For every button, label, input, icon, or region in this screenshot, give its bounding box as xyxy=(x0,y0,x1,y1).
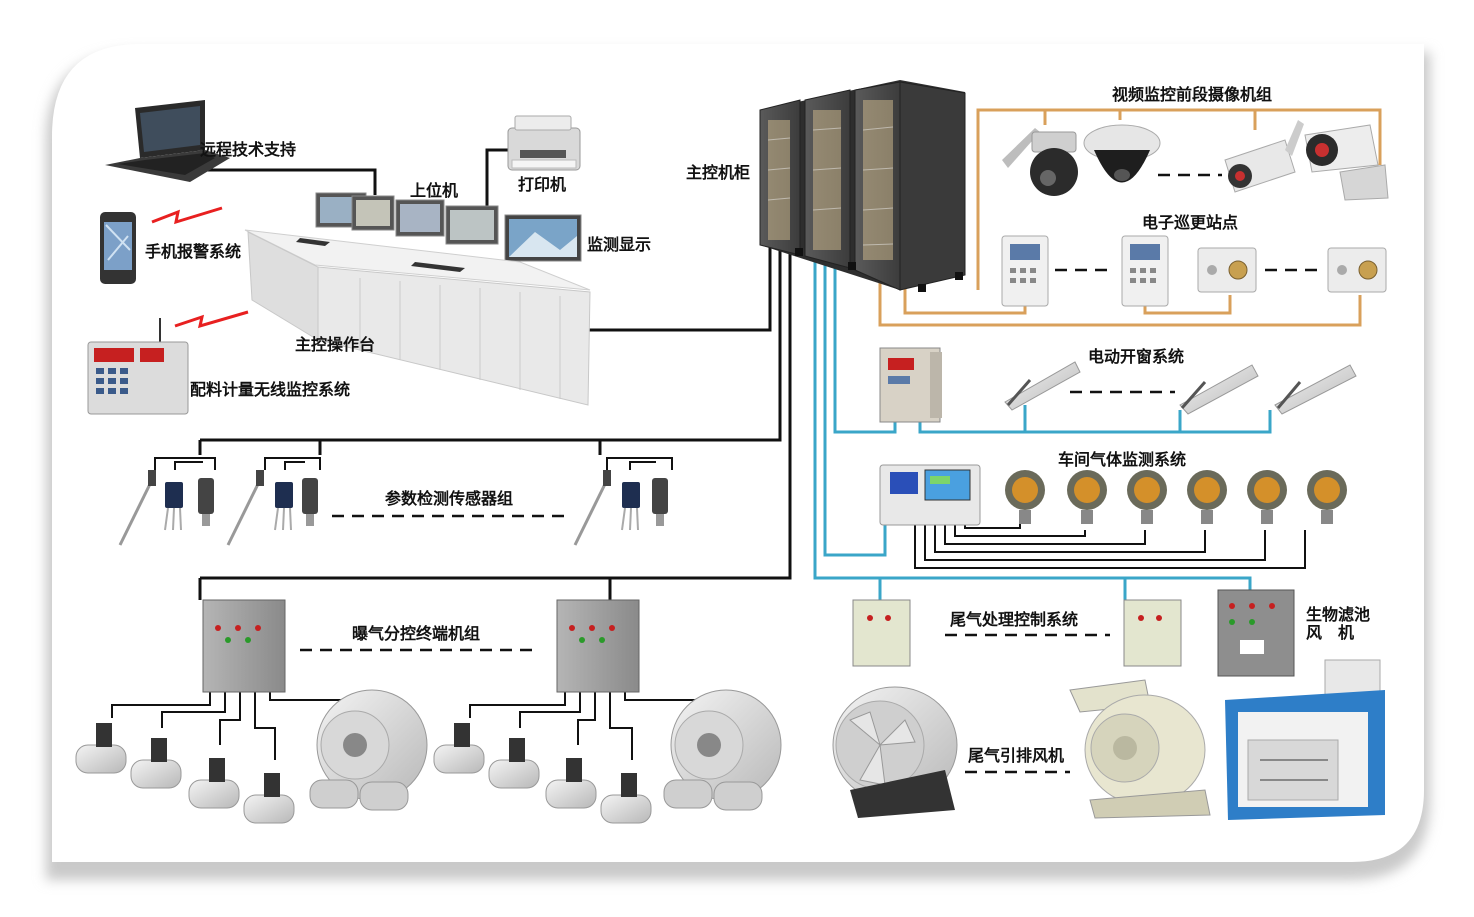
patrol-station-icon xyxy=(1197,247,1257,293)
dome-camera-icon xyxy=(1083,124,1161,183)
exhaust-fan-label: 尾气引排风机 xyxy=(968,746,1065,765)
window-actuator-icon xyxy=(1179,364,1259,415)
laptop-icon xyxy=(105,100,230,182)
biofilter-line1: 生物滤池 xyxy=(1306,605,1371,624)
monitor-icon xyxy=(315,192,582,262)
camera-group-label: 视频监控前段摄像机组 xyxy=(1112,85,1273,104)
window-actuator-icon xyxy=(1004,361,1081,411)
mobile-alarm-label: 手机报警系统 xyxy=(145,242,242,261)
control-box-icon xyxy=(879,347,942,423)
monitor-display-label: 监测显示 xyxy=(587,235,652,254)
sensor-group-label: 参数检测传感器组 xyxy=(385,489,514,508)
solenoid-valve-icon xyxy=(75,723,652,824)
console-label: 主控操作台 xyxy=(295,335,376,354)
remote-support-label: 远程技术支持 xyxy=(200,140,297,159)
exhaust-control-label: 尾气处理控制系统 xyxy=(950,610,1079,629)
printer-label: 打印机 xyxy=(518,175,567,194)
patrol-station-icon xyxy=(1121,235,1169,307)
window-actuator-icon xyxy=(1274,364,1357,415)
phone-icon xyxy=(100,212,136,284)
pressure-transmitter-icon xyxy=(164,478,668,531)
control-box-icon xyxy=(202,599,640,693)
wiring-black xyxy=(198,148,792,600)
patrol-station-icon xyxy=(1327,247,1387,293)
control-box-icon xyxy=(852,589,1295,677)
wiring-blue xyxy=(813,260,1272,605)
console-icon xyxy=(244,229,591,406)
axial-fan-icon xyxy=(832,686,958,818)
window-system-label: 电动开窗系统 xyxy=(1088,347,1185,366)
sensor-wiring xyxy=(154,457,673,470)
cabinet-fan-icon xyxy=(1225,659,1385,820)
patrol-station-icon xyxy=(1001,235,1049,307)
controller-icon xyxy=(87,318,189,415)
wiring-orange xyxy=(878,108,1382,327)
gas-monitoring-label: 车间气体监测系统 xyxy=(1058,450,1187,469)
biofilter-line2: 风 机 xyxy=(1306,623,1355,643)
gas-controller-icon xyxy=(879,464,981,526)
printer-icon xyxy=(507,115,581,171)
dashed-connectors xyxy=(300,173,1325,774)
valve-wiring xyxy=(111,690,701,760)
wireless-signal-icon xyxy=(151,206,249,329)
host-pc-label: 上位机 xyxy=(410,181,459,200)
ptz-camera-icon xyxy=(1002,128,1078,196)
gas-detector-icon xyxy=(1005,470,1347,524)
bullet-camera-icon xyxy=(1304,124,1389,201)
sensor-probe-icon xyxy=(118,470,611,546)
aeration-terminals-label: 曝气分控终端机组 xyxy=(352,624,481,643)
centrifugal-fan-icon xyxy=(1069,679,1211,819)
bullet-camera-icon xyxy=(1224,120,1304,193)
gas-wiring xyxy=(914,515,1306,569)
patrol-stations-label: 电子巡更站点 xyxy=(1142,213,1239,232)
blower-icon xyxy=(309,689,782,811)
server-cabinet-icon xyxy=(759,80,966,292)
batching-wireless-label: 配料计量无线监控系统 xyxy=(190,380,351,399)
biofilter-fan-label: 生物滤池 风 机 xyxy=(1306,605,1371,643)
main-cabinet-label: 主控机柜 xyxy=(686,163,751,182)
